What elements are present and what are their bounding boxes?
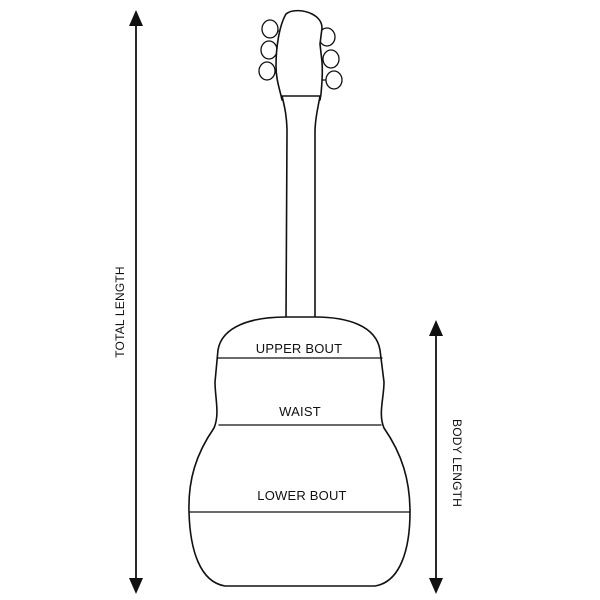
tuning-peg-left-3-icon bbox=[258, 61, 276, 81]
body-length-label: BODY LENGTH bbox=[450, 419, 464, 507]
tuning-peg-left-1-icon bbox=[261, 19, 279, 39]
tuning-peg-right-3-icon bbox=[325, 70, 343, 90]
total-length-label: TOTAL LENGTH bbox=[113, 266, 127, 358]
waist-label: WAIST bbox=[279, 404, 321, 419]
body-length-arrow-top-head bbox=[429, 320, 443, 336]
total-length-arrow-bottom-head bbox=[129, 578, 143, 594]
body-length-arrow-bottom-head bbox=[429, 578, 443, 594]
lower-bout-label: LOWER BOUT bbox=[257, 488, 346, 503]
neck bbox=[281, 95, 321, 321]
tuning-peg-right-2-icon bbox=[322, 49, 340, 69]
headstock bbox=[275, 9, 324, 101]
guitar-body bbox=[188, 316, 411, 587]
total-length-arrow bbox=[129, 10, 143, 594]
upper-bout-label: UPPER BOUT bbox=[256, 341, 343, 356]
tuning-peg-left-2-icon bbox=[260, 40, 278, 60]
body-length-arrow bbox=[429, 320, 443, 594]
total-length-arrow-top-head bbox=[129, 10, 143, 26]
guitar-drawing bbox=[188, 9, 411, 587]
